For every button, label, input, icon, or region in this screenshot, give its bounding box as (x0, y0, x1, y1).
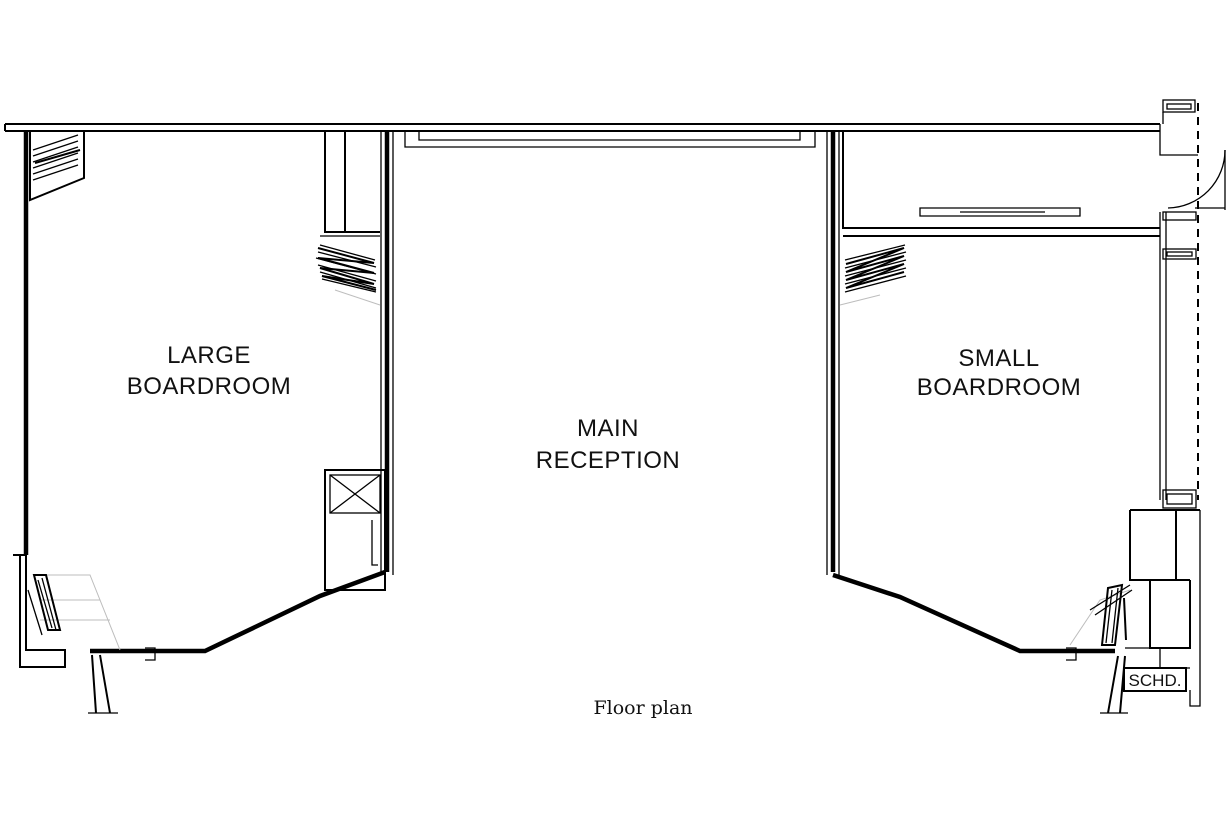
small-boardroom-closets (1125, 509, 1200, 669)
small-boardroom-label-line2: BOARDROOM (917, 374, 1082, 401)
large-boardroom-panel-stack-top (32, 134, 81, 181)
main-reception-label-line2: RECEPTION (536, 447, 681, 474)
small-boardroom-walls (826, 130, 1160, 654)
large-boardroom-panel-stack-bottom (27, 574, 121, 651)
floor-plan-caption: Floor plan (593, 697, 692, 719)
service-shaft (324, 469, 386, 591)
schedule-tag-text: SCHD. (1129, 671, 1182, 690)
large-boardroom-label-line2: BOARDROOM (127, 373, 292, 400)
large-boardroom-door (88, 647, 156, 714)
reception-window-strip (404, 131, 816, 148)
large-boardroom-walls (13, 131, 394, 668)
large-boardroom-panel-stack-right (315, 244, 381, 306)
small-boardroom-label-line1: SMALL (958, 345, 1039, 372)
schedule-tag: SCHD. (1123, 667, 1187, 692)
top-exterior-wall (4, 123, 1160, 132)
small-boardroom-door-panels (1069, 583, 1133, 646)
entry-door-swing (1167, 149, 1226, 210)
large-boardroom-storage (320, 131, 380, 237)
right-exterior-wall (1159, 99, 1201, 707)
small-boardroom-door (1066, 647, 1128, 714)
main-reception-label-line1: MAIN (577, 415, 639, 442)
small-boardroom-panel-stack (839, 244, 907, 306)
large-boardroom-label-line1: LARGE (167, 342, 251, 369)
